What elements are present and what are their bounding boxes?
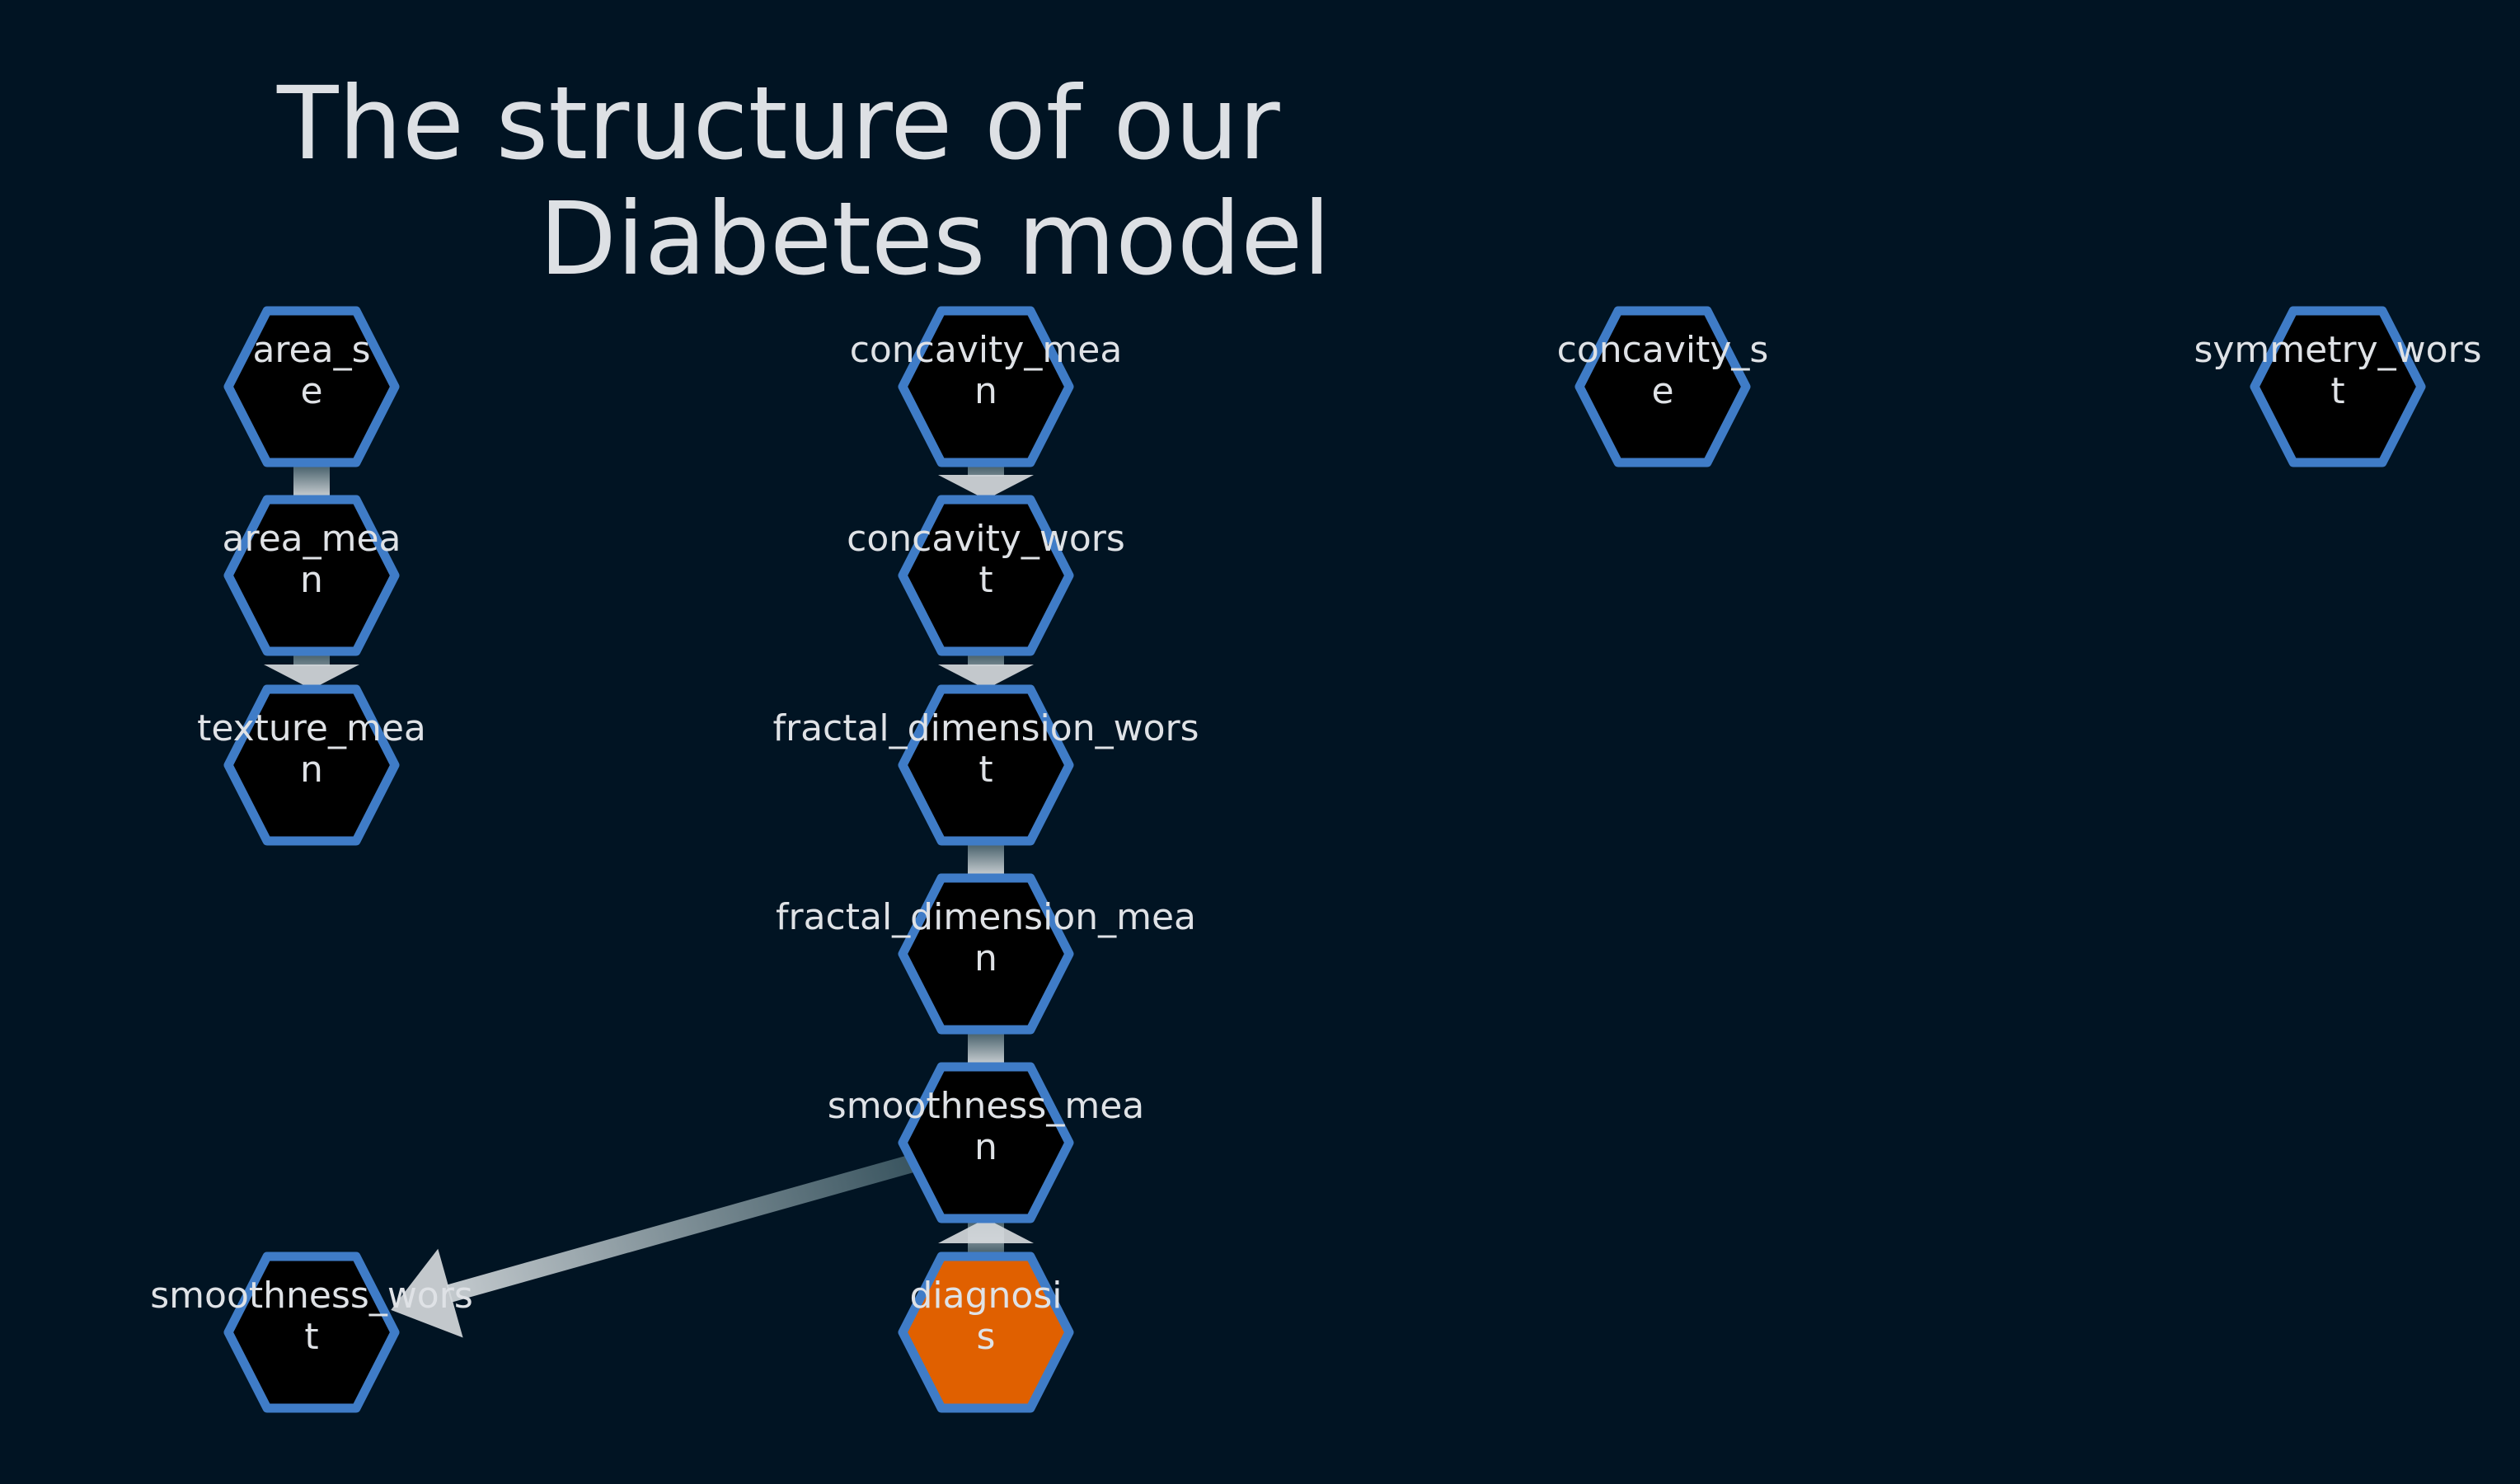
node-label-line: smoothness_wors	[150, 1275, 473, 1317]
edge-concavity_mean-to-concavity_worst	[938, 463, 1034, 500]
node-hexagon	[223, 1252, 400, 1413]
node-label-line: s	[977, 1316, 996, 1358]
node-hexagon	[223, 684, 400, 846]
edge-body	[968, 841, 1004, 878]
node-hexagon	[223, 306, 400, 467]
node-label-line: fractal_dimension_mea	[776, 896, 1196, 938]
node-label-line: n	[300, 749, 323, 791]
node-hexagon	[898, 306, 1074, 467]
node-hexagon	[898, 1252, 1074, 1413]
edge-concavity_worst-to-fractal_dimension_worst	[938, 651, 1034, 689]
edge-area_se-to-area_mean	[293, 463, 330, 500]
node-hexagon	[1574, 306, 1751, 467]
edge-body	[446, 1155, 913, 1303]
node-label-line: symmetry_wors	[2194, 329, 2481, 371]
edge-body	[293, 463, 330, 500]
node-label-line: concavity_mea	[850, 329, 1123, 371]
node-label-line: t	[2330, 370, 2344, 412]
node-label-line: n	[974, 1126, 997, 1168]
node-label-line: t	[978, 559, 993, 601]
edge-area_mean-to-texture_mean	[264, 651, 359, 689]
edge-arrowhead	[938, 475, 1034, 500]
node-label-line: area_mea	[222, 518, 401, 560]
node-area_se: area_se	[223, 306, 400, 467]
node-hexagon	[898, 684, 1074, 846]
node-label-line: t	[978, 749, 993, 791]
node-hexagon	[223, 495, 400, 656]
node-label-line: concavity_wors	[847, 518, 1125, 560]
edge-fractal_dimension_mean-to-smoothness_mean	[968, 1030, 1004, 1067]
node-label-line: diagnosi	[909, 1275, 1062, 1317]
node-label-line: n	[974, 370, 997, 412]
node-hexagon	[898, 873, 1074, 1035]
node-label-line: n	[300, 559, 323, 601]
nodes-layer: area_searea_meantexture_meansmoothness_w…	[150, 306, 2482, 1413]
node-label-line: concavity_s	[1557, 329, 1769, 371]
node-label-line: t	[304, 1316, 318, 1358]
node-label-line: smoothness_mea	[828, 1085, 1144, 1127]
title-line-2: Diabetes model	[539, 181, 1330, 298]
node-hexagon	[2250, 306, 2426, 467]
node-label-line: texture_mea	[197, 707, 426, 749]
node-label-line: e	[1651, 370, 1673, 412]
node-label-line: e	[300, 370, 322, 412]
edge-body	[968, 1030, 1004, 1067]
edge-arrowhead	[264, 665, 359, 689]
node-label-line: area_s	[252, 329, 370, 371]
node-hexagon	[898, 1062, 1074, 1223]
title-line-1: The structure of our	[276, 65, 1280, 182]
node-label-line: fractal_dimension_wors	[772, 707, 1199, 749]
edge-fractal_dimension_worst-to-fractal_dimension_mean	[968, 841, 1004, 878]
node-label-line: n	[974, 937, 997, 979]
node-concavity_se: concavity_se	[1557, 306, 1769, 467]
edge-arrowhead	[938, 665, 1034, 689]
edge-smoothness_mean-to-smoothness_worst	[391, 1155, 913, 1338]
node-hexagon	[898, 495, 1074, 656]
edge-arrowhead	[391, 1248, 463, 1338]
edge-diagnosis-to-smoothness_mean	[938, 1219, 1034, 1256]
edge-arrowhead	[938, 1219, 1034, 1243]
